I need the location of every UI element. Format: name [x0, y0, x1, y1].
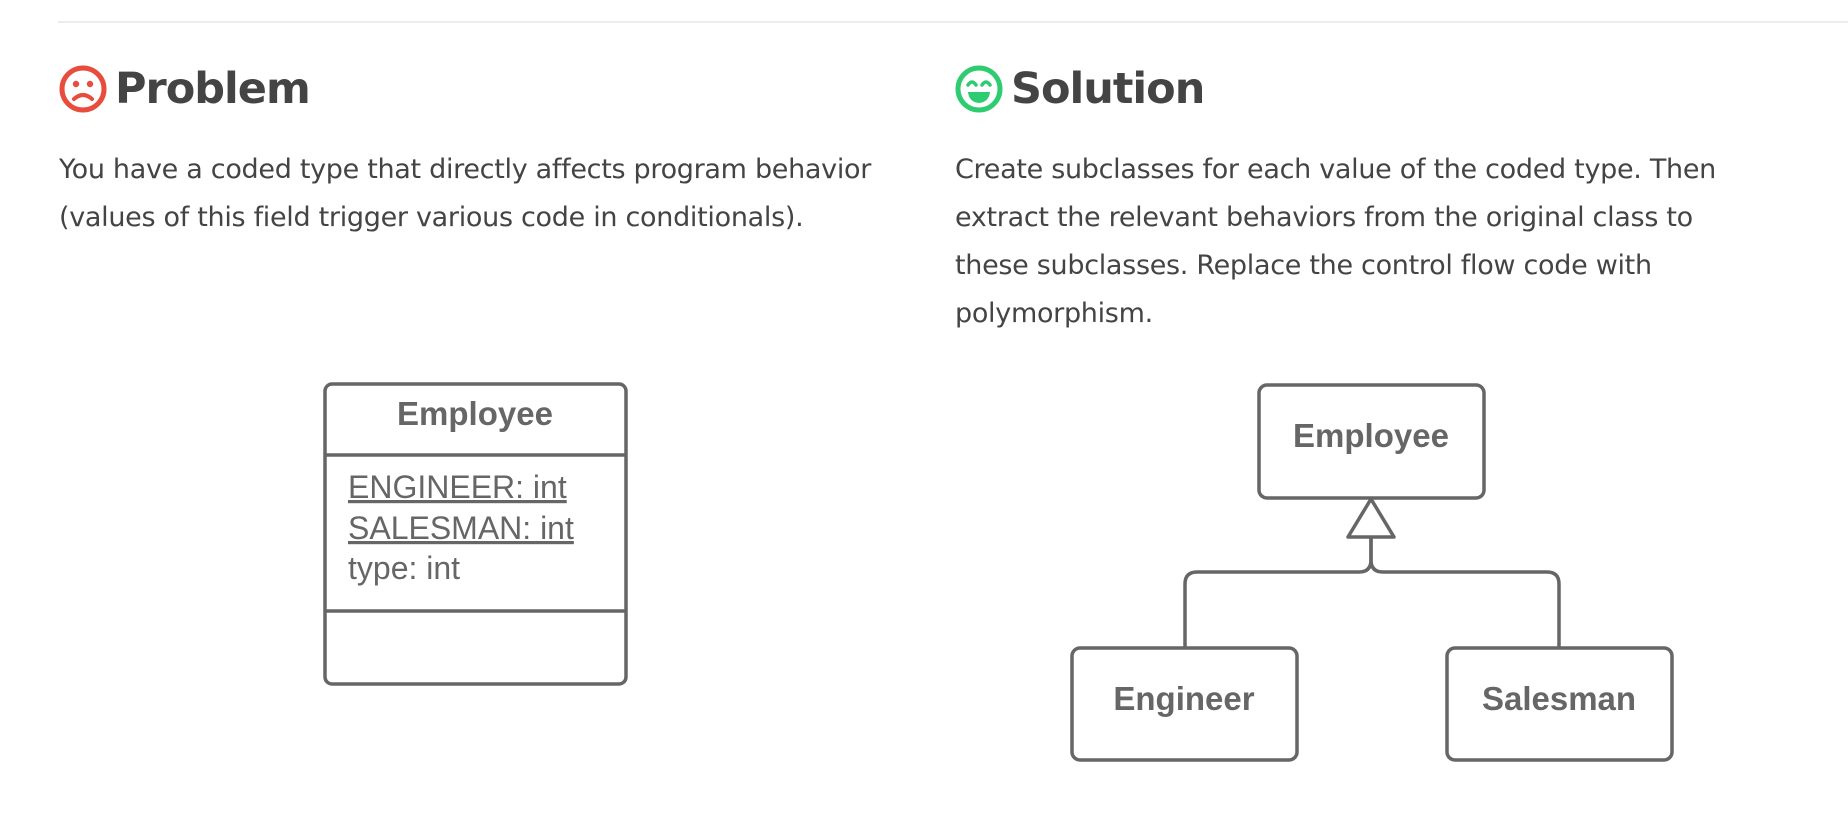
attribute-engineer: ENGINEER: int	[348, 469, 567, 505]
inheritance-connector-right	[1369, 537, 1561, 647]
inheritance-arrow-icon	[1346, 497, 1396, 539]
salesman-class-label: Salesman	[1482, 680, 1636, 717]
solution-class-diagram: Employee Engineer Salesman	[1070, 383, 1674, 762]
problem-description: You have a coded type that directly affe…	[59, 154, 872, 233]
solution-title: Solution	[1011, 64, 1205, 114]
top-divider	[58, 21, 1848, 23]
attribute-salesman: SALESMAN: int	[348, 510, 574, 546]
employee-parent-label: Employee	[1293, 417, 1449, 454]
problem-section: Problem You have a coded type that direc…	[59, 60, 909, 242]
engineer-class-box	[1070, 646, 1299, 762]
solution-section: Solution Create subclasses for each valu…	[955, 60, 1755, 338]
inheritance-connector-left	[1183, 537, 1373, 647]
employee-class-name: Employee	[397, 395, 553, 432]
engineer-class-label: Engineer	[1113, 680, 1254, 717]
salesman-class-box	[1445, 646, 1674, 762]
problem-title: Problem	[115, 64, 311, 114]
employee-class-box	[323, 382, 628, 686]
problem-class-diagram: Employee ENGINEER: int SALESMAN: int typ…	[323, 382, 628, 686]
problem-heading: Problem	[59, 60, 909, 118]
employee-parent-box	[1257, 383, 1486, 500]
solution-heading: Solution	[955, 60, 1755, 118]
sad-face-icon	[59, 65, 107, 113]
solution-description: Create subclasses for each value of the …	[955, 154, 1716, 329]
attribute-type: type: int	[348, 550, 460, 586]
smiling-face-icon	[955, 65, 1003, 113]
